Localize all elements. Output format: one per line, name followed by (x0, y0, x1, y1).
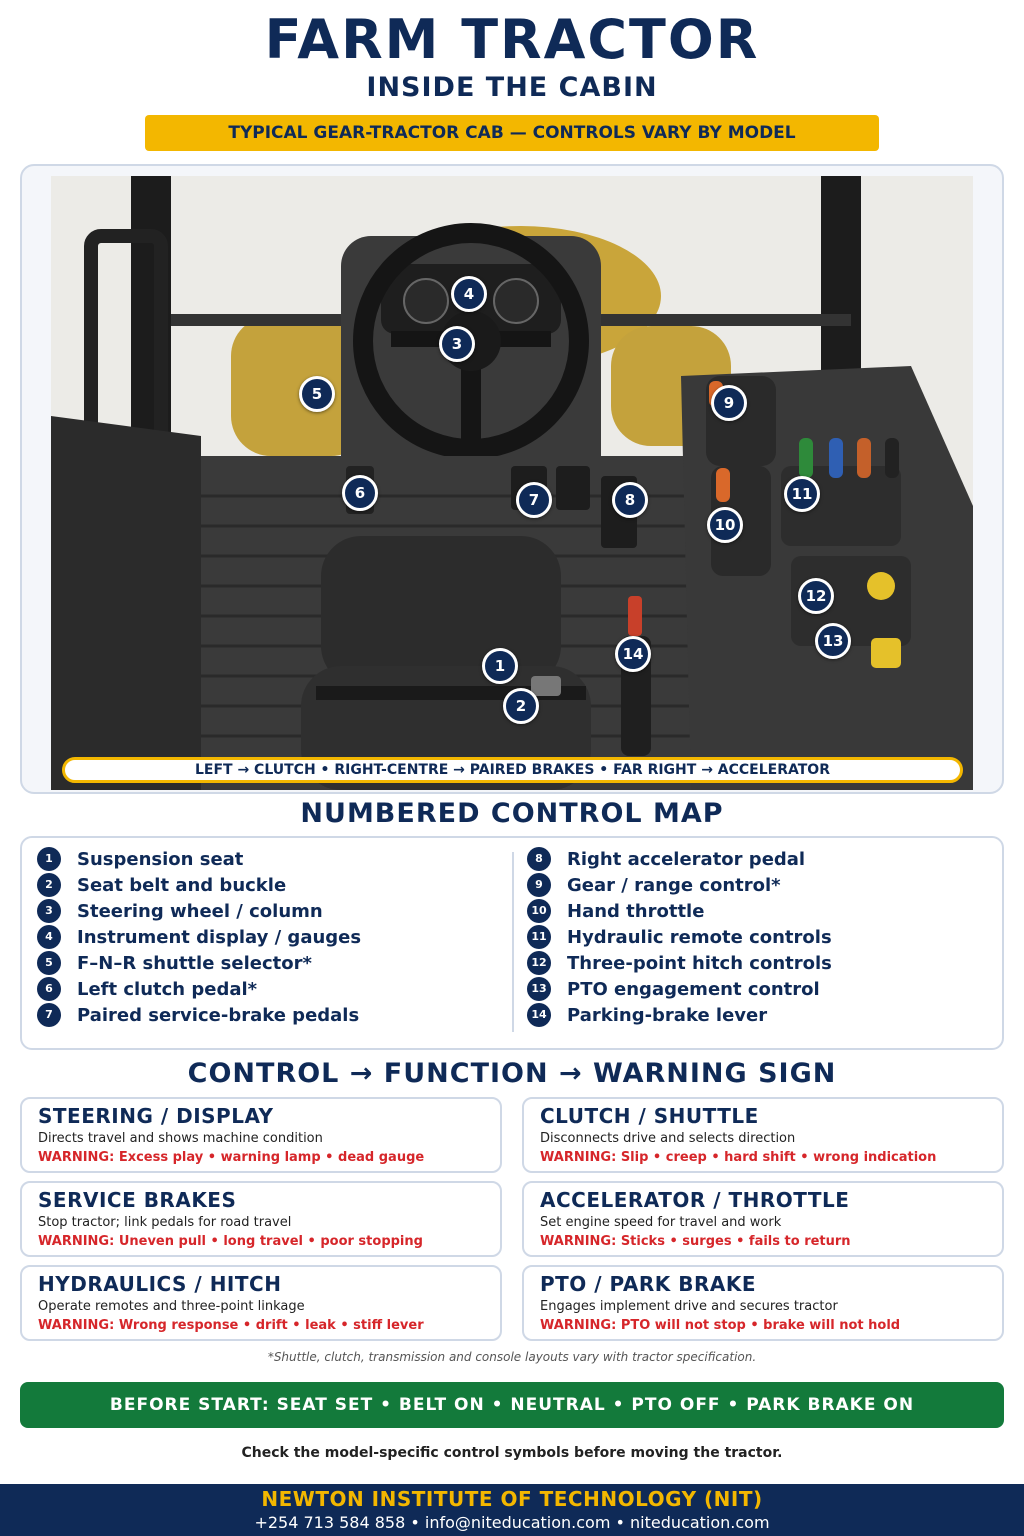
tagline-banner: TYPICAL GEAR-TRACTOR CAB — CONTROLS VARY… (145, 115, 879, 151)
list-item-label: PTO engagement control (567, 978, 820, 1000)
marker-8: 8 (612, 482, 648, 518)
list-item: 11 Hydraulic remote controls (527, 924, 832, 950)
card-warning: WARNING: Wrong response • drift • leak •… (38, 1318, 424, 1333)
card-warning: WARNING: Uneven pull • long travel • poo… (38, 1234, 423, 1249)
list-item-label: Parking-brake lever (567, 1004, 768, 1026)
photo-caption: LEFT → CLUTCH • RIGHT-CENTRE → PAIRED BR… (62, 757, 963, 783)
marker-2: 2 (503, 688, 539, 724)
list-item-label: Suspension seat (77, 848, 244, 870)
list-item-label: Right accelerator pedal (567, 848, 806, 870)
institute-name: NEWTON INSTITUTE OF TECHNOLOGY (NIT) (261, 1487, 763, 1511)
card-description: Disconnects drive and selects direction (540, 1131, 796, 1146)
number-badge: 1 (37, 847, 61, 871)
marker-13: 13 (815, 623, 851, 659)
card-title: SERVICE BRAKES (38, 1188, 237, 1212)
card-title: PTO / PARK BRAKE (540, 1272, 756, 1296)
list-item-label: Paired service-brake pedals (77, 1004, 360, 1026)
card-title: CLUTCH / SHUTTLE (540, 1104, 759, 1128)
card-clutch-shuttle: CLUTCH / SHUTTLE Disconnects drive and s… (522, 1097, 1004, 1173)
card-warning: WARNING: Slip • creep • hard shift • wro… (540, 1150, 937, 1165)
card-hydraulics-hitch: HYDRAULICS / HITCH Operate remotes and t… (20, 1265, 502, 1341)
number-badge: 14 (527, 1003, 551, 1027)
list-item-label: Three-point hitch controls (567, 952, 832, 974)
card-description: Engages implement drive and secures trac… (540, 1299, 838, 1314)
card-title: HYDRAULICS / HITCH (38, 1272, 282, 1296)
list-item: 10 Hand throttle (527, 898, 832, 924)
list-item: 5 F–N–R shuttle selector* (37, 950, 361, 976)
marker-11: 11 (784, 476, 820, 512)
list-item: 4 Instrument display / gauges (37, 924, 361, 950)
number-badge: 13 (527, 977, 551, 1001)
card-steering-display: STEERING / DISPLAY Directs travel and sh… (20, 1097, 502, 1173)
card-warning: WARNING: PTO will not stop • brake will … (540, 1318, 901, 1333)
list-item: 1 Suspension seat (37, 846, 361, 872)
list-item: 12 Three-point hitch controls (527, 950, 832, 976)
number-badge: 2 (37, 873, 61, 897)
number-badge: 4 (37, 925, 61, 949)
card-description: Stop tractor; link pedals for road trave… (38, 1215, 292, 1230)
marker-4: 4 (451, 276, 487, 312)
list-item-label: F–N–R shuttle selector* (77, 952, 312, 974)
marker-5: 5 (299, 376, 335, 412)
function-heading: CONTROL → FUNCTION → WARNING SIGN (187, 1058, 837, 1089)
marker-1: 1 (482, 648, 518, 684)
list-item: 6 Left clutch pedal* (37, 976, 361, 1002)
list-item: 3 Steering wheel / column (37, 898, 361, 924)
number-badge: 8 (527, 847, 551, 871)
marker-14: 14 (615, 636, 651, 672)
card-description: Operate remotes and three-point linkage (38, 1299, 305, 1314)
number-badge: 10 (527, 899, 551, 923)
card-title: ACCELERATOR / THROTTLE (540, 1188, 850, 1212)
page-title: FARM TRACTOR (264, 8, 760, 71)
number-badge: 9 (527, 873, 551, 897)
list-item: 8 Right accelerator pedal (527, 846, 832, 872)
list-item: 14 Parking-brake lever (527, 1002, 832, 1028)
list-item: 2 Seat belt and buckle (37, 872, 361, 898)
list-item-label: Hydraulic remote controls (567, 926, 832, 948)
control-map-heading: NUMBERED CONTROL MAP (300, 798, 724, 829)
control-map-left: 1 Suspension seat 2 Seat belt and buckle 3… (37, 846, 361, 1028)
footer: NEWTON INSTITUTE OF TECHNOLOGY (NIT) +25… (0, 1484, 1024, 1536)
list-item-label: Hand throttle (567, 900, 705, 922)
card-warning: WARNING: Excess play • warning lamp • de… (38, 1150, 425, 1165)
marker-6: 6 (342, 475, 378, 511)
list-item-label: Gear / range control* (567, 874, 781, 896)
list-item-label: Steering wheel / column (77, 900, 323, 922)
card-warning: WARNING: Sticks • surges • fails to retu… (540, 1234, 851, 1249)
contact-info: +254 713 584 858 • info@niteducation.com… (254, 1513, 770, 1532)
control-map-divider (512, 852, 514, 1032)
list-item: 7 Paired service-brake pedals (37, 1002, 361, 1028)
card-service-brakes: SERVICE BRAKES Stop tractor; link pedals… (20, 1181, 502, 1257)
marker-7: 7 (516, 482, 552, 518)
list-item-label: Instrument display / gauges (77, 926, 362, 948)
card-accelerator-throttle: ACCELERATOR / THROTTLE Set engine speed … (522, 1181, 1004, 1257)
page-subtitle: INSIDE THE CABIN (366, 72, 658, 103)
before-start-banner: BEFORE START: SEAT SET • BELT ON • NEUTR… (20, 1382, 1004, 1428)
marker-10: 10 (707, 507, 743, 543)
number-badge: 3 (37, 899, 61, 923)
number-badge: 12 (527, 951, 551, 975)
list-item-label: Seat belt and buckle (77, 874, 287, 896)
card-description: Set engine speed for travel and work (540, 1215, 782, 1230)
card-title: STEERING / DISPLAY (38, 1104, 274, 1128)
check-note: Check the model-specific control symbols… (241, 1445, 783, 1461)
number-badge: 6 (37, 977, 61, 1001)
marker-3: 3 (439, 326, 475, 362)
list-item-label: Left clutch pedal* (77, 978, 258, 1000)
card-description: Directs travel and shows machine conditi… (38, 1131, 323, 1146)
card-pto-park-brake: PTO / PARK BRAKE Engages implement drive… (522, 1265, 1004, 1341)
marker-12: 12 (798, 578, 834, 614)
number-badge: 7 (37, 1003, 61, 1027)
list-item: 9 Gear / range control* (527, 872, 832, 898)
marker-9: 9 (711, 385, 747, 421)
number-badge: 11 (527, 925, 551, 949)
number-badge: 5 (37, 951, 61, 975)
control-map-right: 8 Right accelerator pedal 9 Gear / range c… (527, 846, 832, 1028)
list-item: 13 PTO engagement control (527, 976, 832, 1002)
footnote: *Shuttle, clutch, transmission and conso… (267, 1350, 757, 1364)
